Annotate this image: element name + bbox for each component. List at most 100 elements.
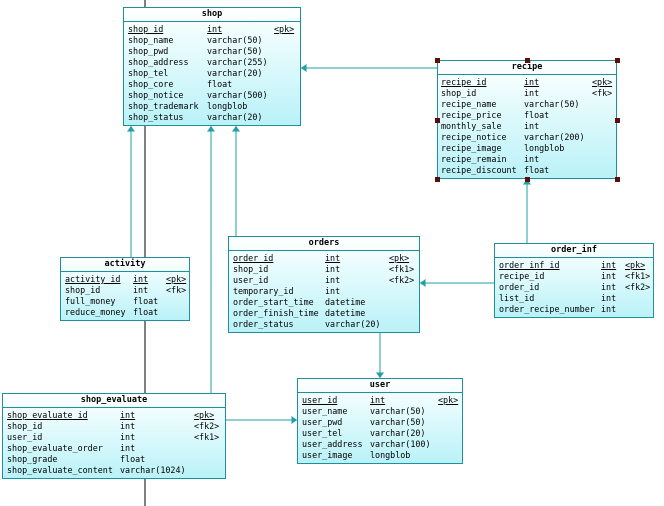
column-type: int xyxy=(325,253,341,263)
column-type: varchar(50) xyxy=(207,35,263,45)
column-name: order_start_time xyxy=(233,297,314,307)
selection-handle[interactable] xyxy=(615,117,620,123)
column-name: recipe_id xyxy=(499,271,545,281)
selection-handle[interactable] xyxy=(525,58,530,63)
column-name: shop_status xyxy=(128,112,184,122)
entity-title: shop_evaluate xyxy=(3,394,225,408)
column-type: float xyxy=(207,79,233,89)
column-type: int xyxy=(325,264,341,274)
column-type: int xyxy=(601,293,617,303)
column-type: int xyxy=(120,432,136,442)
column-type: int xyxy=(601,260,617,270)
column-row: shop_grade float xyxy=(3,454,225,465)
column-name: recipe_id xyxy=(441,77,487,87)
column-key: <fk2> xyxy=(389,275,415,285)
column-type: varchar(50) xyxy=(207,46,263,56)
relationship-arrowhead xyxy=(376,372,384,378)
column-key: <fk> xyxy=(166,285,187,295)
column-type: varchar(50) xyxy=(370,417,426,427)
column-type: varchar(20) xyxy=(207,112,263,122)
column-name: shop_grade xyxy=(7,454,58,464)
column-name: user_tel xyxy=(302,428,343,438)
column-type: float xyxy=(524,110,550,120)
column-type: int xyxy=(207,24,223,34)
column-key: <fk1> xyxy=(625,271,651,281)
column-name: shop_id xyxy=(441,88,477,98)
selection-handle[interactable] xyxy=(435,177,440,182)
column-name: reduce_money xyxy=(65,307,126,317)
column-row: shop_evaluate_order int xyxy=(3,443,225,454)
column-type: datetime xyxy=(325,297,366,307)
column-type: varchar(100) xyxy=(370,439,431,449)
column-type: varchar(255) xyxy=(207,57,268,67)
column-key: <fk2> xyxy=(194,421,220,431)
column-name: recipe_discount xyxy=(441,165,517,175)
relationship-arrowhead xyxy=(232,126,240,132)
selection-handle[interactable] xyxy=(615,177,620,182)
column-key: <pk> xyxy=(592,77,613,87)
selection-handle[interactable] xyxy=(435,58,440,63)
column-type: varchar(500) xyxy=(207,90,268,100)
selection-handle[interactable] xyxy=(435,117,440,123)
column-type: int xyxy=(325,286,341,296)
column-name: user_pwd xyxy=(302,417,343,427)
column-name: user_id xyxy=(233,275,269,285)
column-name: user_id xyxy=(302,395,338,405)
column-name: shop_id xyxy=(7,421,43,431)
column-name: recipe_image xyxy=(441,143,502,153)
column-key: <pk> xyxy=(274,24,295,34)
column-type: int xyxy=(601,304,617,314)
entity-title: recipe xyxy=(438,61,616,75)
column-name: user_id xyxy=(7,432,43,442)
column-type: varchar(200) xyxy=(524,132,585,142)
entity-title: order_inf xyxy=(495,244,653,258)
column-name: shop_notice xyxy=(128,90,184,100)
column-type: int xyxy=(120,443,136,453)
selection-handle[interactable] xyxy=(525,177,530,182)
column-name: order_id xyxy=(233,253,274,263)
column-name: shop_core xyxy=(128,79,174,89)
entity-title: user xyxy=(298,379,462,393)
column-name: recipe_remain xyxy=(441,154,507,164)
column-type: longblob xyxy=(207,101,248,111)
column-key: <pk> xyxy=(166,274,187,284)
column-name: shop_name xyxy=(128,35,174,45)
column-name: user_name xyxy=(302,406,348,416)
column-name: shop_pwd xyxy=(128,46,169,56)
selection-handle[interactable] xyxy=(615,58,620,63)
column-name: shop_evaluate_order xyxy=(7,443,103,453)
column-type: longblob xyxy=(370,450,411,460)
column-row: order_start_time datetime xyxy=(229,297,419,308)
column-type: varchar(20) xyxy=(325,319,381,329)
column-type: float xyxy=(120,454,146,464)
relationship-arrowhead xyxy=(301,64,307,72)
column-type: int xyxy=(524,77,540,87)
